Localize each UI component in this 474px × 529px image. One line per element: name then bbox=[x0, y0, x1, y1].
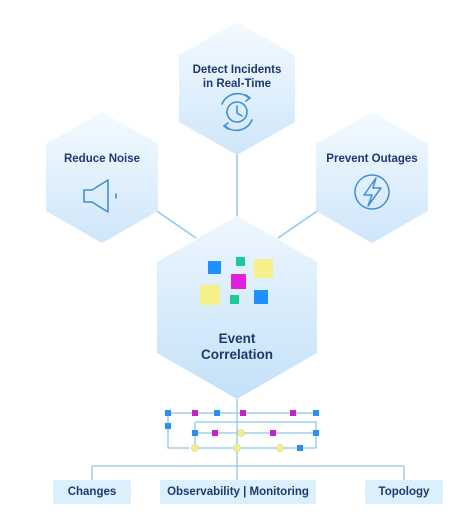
hex-center bbox=[157, 216, 317, 399]
event-square-blue-2 bbox=[254, 290, 268, 304]
network-node bbox=[192, 410, 198, 416]
source-observability-monitoring: Observability | Monitoring bbox=[160, 480, 316, 504]
event-square-teal-1 bbox=[236, 257, 245, 266]
event-square-magenta bbox=[231, 274, 246, 289]
speaker-low-icon bbox=[83, 179, 117, 213]
outcome-label-detect: Detect Incidents in Real-Time bbox=[179, 64, 295, 92]
lightning-icon bbox=[354, 174, 390, 210]
event-square-blue-1 bbox=[208, 261, 221, 274]
outcome-label-reduce-line1: Reduce Noise bbox=[63, 153, 141, 165]
data-flow-network bbox=[91, 399, 405, 482]
network-node bbox=[212, 430, 218, 436]
network-node bbox=[297, 445, 303, 451]
hex-prevent bbox=[316, 112, 428, 243]
network-node bbox=[165, 423, 171, 429]
network-node bbox=[237, 429, 245, 437]
network-node bbox=[290, 410, 296, 416]
center-label-line2: Correlation bbox=[200, 347, 273, 363]
outcome-label-prevent: Prevent Outages bbox=[316, 153, 428, 167]
hex-detect bbox=[179, 22, 295, 155]
source-changes: Changes bbox=[53, 480, 131, 504]
outcome-label-detect-line1: Detect Incidents bbox=[192, 64, 282, 76]
network-node bbox=[165, 410, 171, 416]
network-node bbox=[191, 444, 199, 452]
network-node bbox=[276, 444, 284, 452]
network-node bbox=[240, 410, 246, 416]
event-square-yellow-1 bbox=[254, 259, 273, 278]
event-square-yellow-2 bbox=[200, 285, 220, 305]
outcome-label-prevent-line1: Prevent Outages bbox=[326, 153, 418, 165]
outcome-label-detect-line2: in Real-Time bbox=[202, 77, 272, 90]
clock-refresh-icon bbox=[221, 92, 253, 132]
outcome-label-reduce: Reduce Noise bbox=[46, 153, 158, 167]
event-square-teal-2 bbox=[230, 295, 239, 304]
network-node bbox=[214, 410, 220, 416]
center-label-line1: Event bbox=[218, 331, 256, 346]
network-node bbox=[233, 444, 241, 452]
network-node bbox=[313, 430, 319, 436]
hex-reduce bbox=[46, 112, 158, 243]
event-squares-icon bbox=[200, 257, 273, 305]
source-topology: Topology bbox=[365, 480, 443, 504]
network-node bbox=[192, 430, 198, 436]
network-nodes bbox=[165, 410, 319, 452]
network-node bbox=[270, 430, 276, 436]
network-node bbox=[313, 410, 319, 416]
center-label: Event Correlation bbox=[157, 331, 317, 363]
